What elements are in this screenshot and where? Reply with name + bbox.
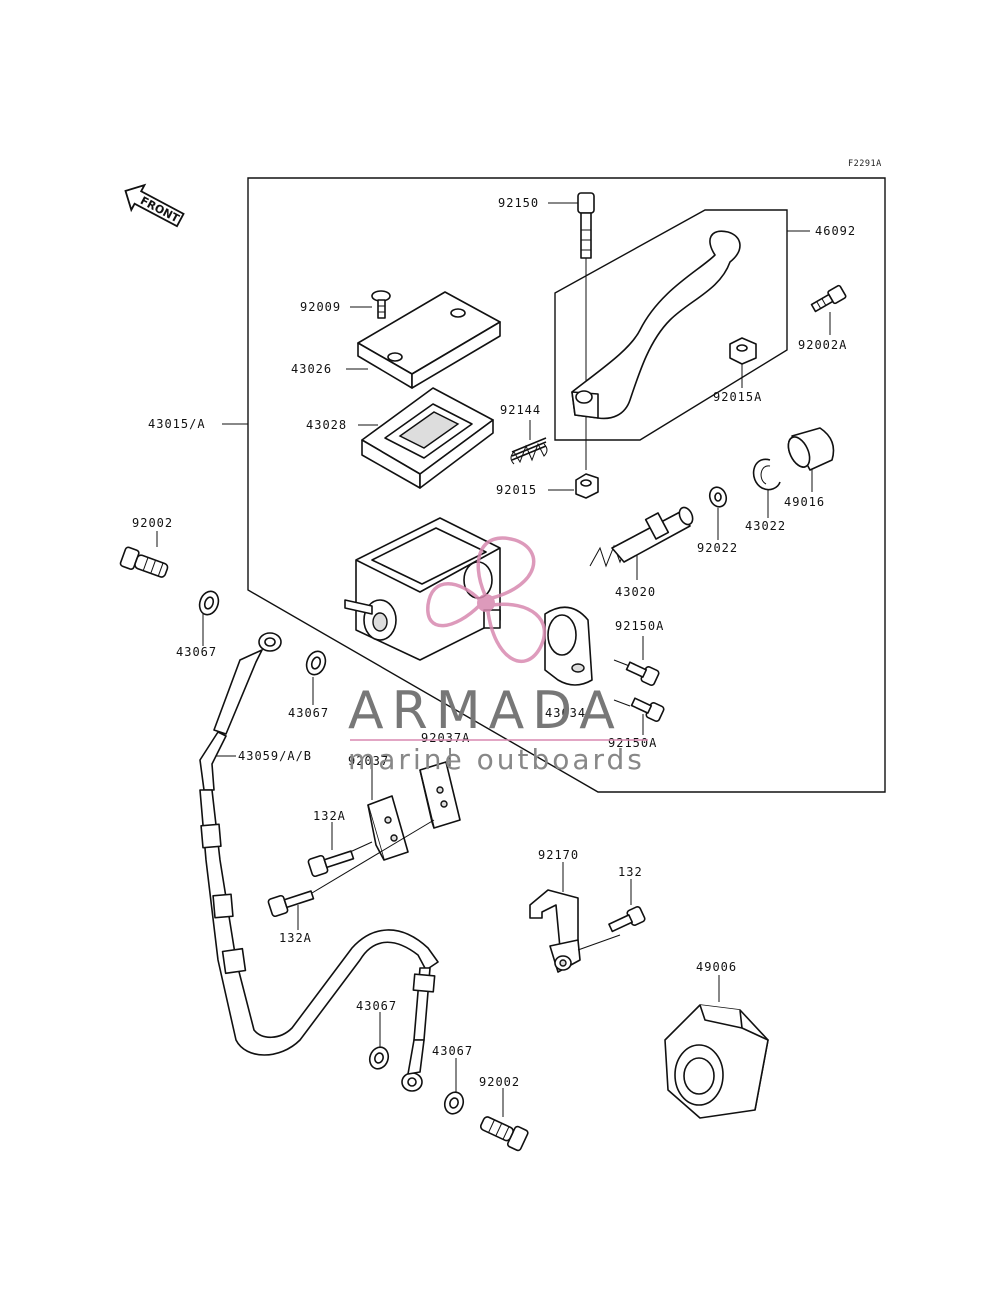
watermark-tagline: marine outboards [348,743,645,776]
label-92009: 92009 [300,300,341,314]
label-92022: 92022 [697,541,738,555]
washer-43067-upper-left [198,590,220,616]
label-132A-upper: 132A [313,809,346,823]
label-46092: 46092 [815,224,856,238]
label-92170: 92170 [538,848,579,862]
propeller-logo-icon [426,536,547,663]
label-43059: 43059/A/B [238,749,312,763]
reservoir-cap-43026 [357,291,501,389]
label-43067-d: 43067 [432,1044,473,1058]
leader-lines [156,202,831,1117]
label-49006: 49006 [696,960,737,974]
label-92015: 92015 [496,483,537,497]
bolt-axis-lower [311,819,435,894]
part-labels: 92150 46092 92009 92002A 43026 92015A 92… [132,196,856,1089]
label-132: 132 [618,865,643,879]
boot-49016 [787,427,835,471]
label-92002A: 92002A [798,338,847,352]
label-92002-upper: 92002 [132,516,173,530]
label-92150A-upper: 92150A [615,619,664,633]
clamp-43034 [544,606,593,686]
bracket-92170 [529,889,621,973]
washer-43067-lower-right [443,1091,465,1115]
label-92015A: 92015A [713,390,762,404]
banjo-bolt-92002-lower [479,1116,529,1152]
label-43022: 43022 [745,519,786,533]
screw-92002A [810,284,847,313]
label-43015A: 43015/A [148,417,206,431]
label-92002-lower: 92002 [479,1075,520,1089]
master-cylinder-body [344,517,501,661]
spring-92144 [510,437,548,465]
bolt-132A-lower [267,890,315,918]
label-43026: 43026 [291,362,332,376]
bolt-92150A-lower [630,697,665,723]
label-92150: 92150 [498,196,539,210]
circlip-43022 [752,458,781,491]
screw-92009 [371,290,391,319]
label-43067-a: 43067 [176,645,217,659]
watermark-brand: ARMADA [348,681,623,741]
label-92037: 92037 [348,754,389,768]
pivot-bolt-92150 [577,192,595,259]
assembly-frame [247,177,886,793]
brake-hose-43059 [199,632,439,1092]
bracket-92037A [419,761,461,829]
washer-43067-upper-right [305,650,327,676]
bracket-92037 [367,795,409,861]
label-49016: 49016 [784,495,825,509]
bolt-132 [608,905,646,933]
armada-watermark: ARMADA marine outboards [348,536,648,776]
washer-43067-lower-left [368,1046,390,1070]
bolt-axis-upper [349,841,373,853]
label-92144: 92144 [500,403,541,417]
front-arrow-icon: FRONT [124,183,185,228]
figure-code: F2291A [848,159,882,169]
nut-92015A [729,337,757,365]
brake-lever-46092 [554,209,788,441]
nut-92015 [575,473,599,499]
washer-92022 [708,486,728,508]
bolt-92150A-upper [625,661,660,687]
label-43067-b: 43067 [288,706,329,720]
label-43034: 43034 [545,706,586,720]
label-92037A: 92037A [421,731,470,745]
bolt-132A-upper [307,850,355,878]
banjo-bolt-92002-upper [119,546,169,578]
label-132A-lower: 132A [279,931,312,945]
holder-49006 [664,1004,769,1119]
label-43067-c: 43067 [356,999,397,1013]
label-43020: 43020 [615,585,656,599]
diaphragm-43028 [361,387,494,489]
label-43028: 43028 [306,418,347,432]
piston-kit-43020 [589,506,694,568]
